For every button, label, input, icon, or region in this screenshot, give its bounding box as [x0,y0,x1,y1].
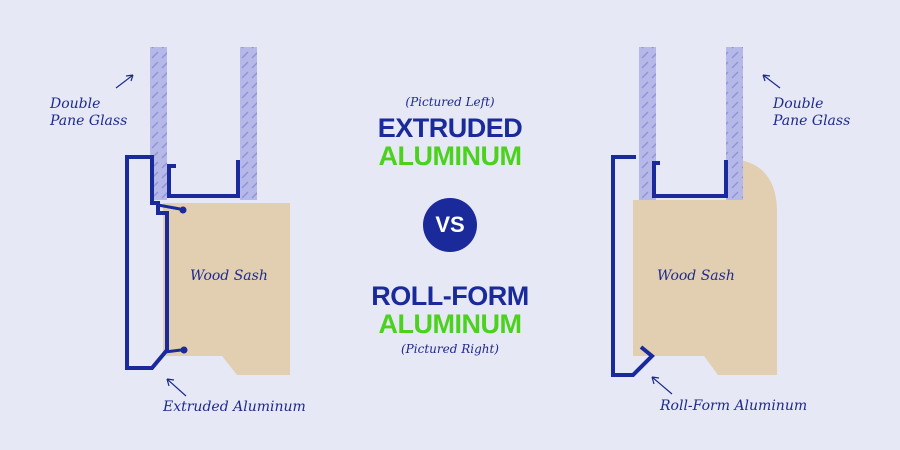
left-glass-label: Double Pane Glass [50,96,127,130]
right-glass-label-line2: Pane Glass [773,113,851,129]
left-glass-pane-2 [240,47,257,200]
left-frame-arrow [166,378,187,397]
vs-badge: VS [423,198,477,252]
right-frame-arrow [651,376,673,395]
pictured-right-note: (Pictured Right) [401,342,499,356]
pictured-left-note: (Pictured Left) [405,95,495,109]
rollform-subtitle: ALUMINUM [378,309,522,339]
right-window-section [611,47,781,395]
right-glazing-channel [652,160,728,198]
right-glass-pane-1 [639,47,656,200]
left-frame-label: Extruded Aluminum [163,399,306,415]
left-upper-bead [179,206,187,214]
right-glass-label-line1: Double [773,96,824,112]
left-lower-bead [180,346,188,354]
right-glass-arrow [762,74,781,89]
right-wood-sash [633,160,777,375]
right-frame-label: Roll-Form Aluminum [660,398,808,414]
left-glass-label-line2: Pane Glass [50,113,128,129]
left-sash-label: Wood Sash [190,268,268,284]
left-wood-sash [163,203,290,375]
left-lower-clip [164,348,182,354]
left-window-section [115,47,290,397]
right-glass-label: Double Pane Glass [773,96,850,130]
left-glass-arrow [115,74,134,89]
left-extruded-frame [125,155,169,370]
right-glass-pane-2 [726,47,743,200]
right-sash-label: Wood Sash [657,268,735,284]
extruded-subtitle: ALUMINUM [378,141,522,171]
left-glazing-channel [167,160,240,198]
left-glass-label-line1: Double [50,96,101,112]
extruded-title: EXTRUDED [377,113,523,143]
rollform-title: ROLL-FORM [371,281,529,311]
right-rollform-frame [611,155,655,377]
left-glass-pane-1 [150,47,167,200]
left-upper-clip [157,203,181,211]
